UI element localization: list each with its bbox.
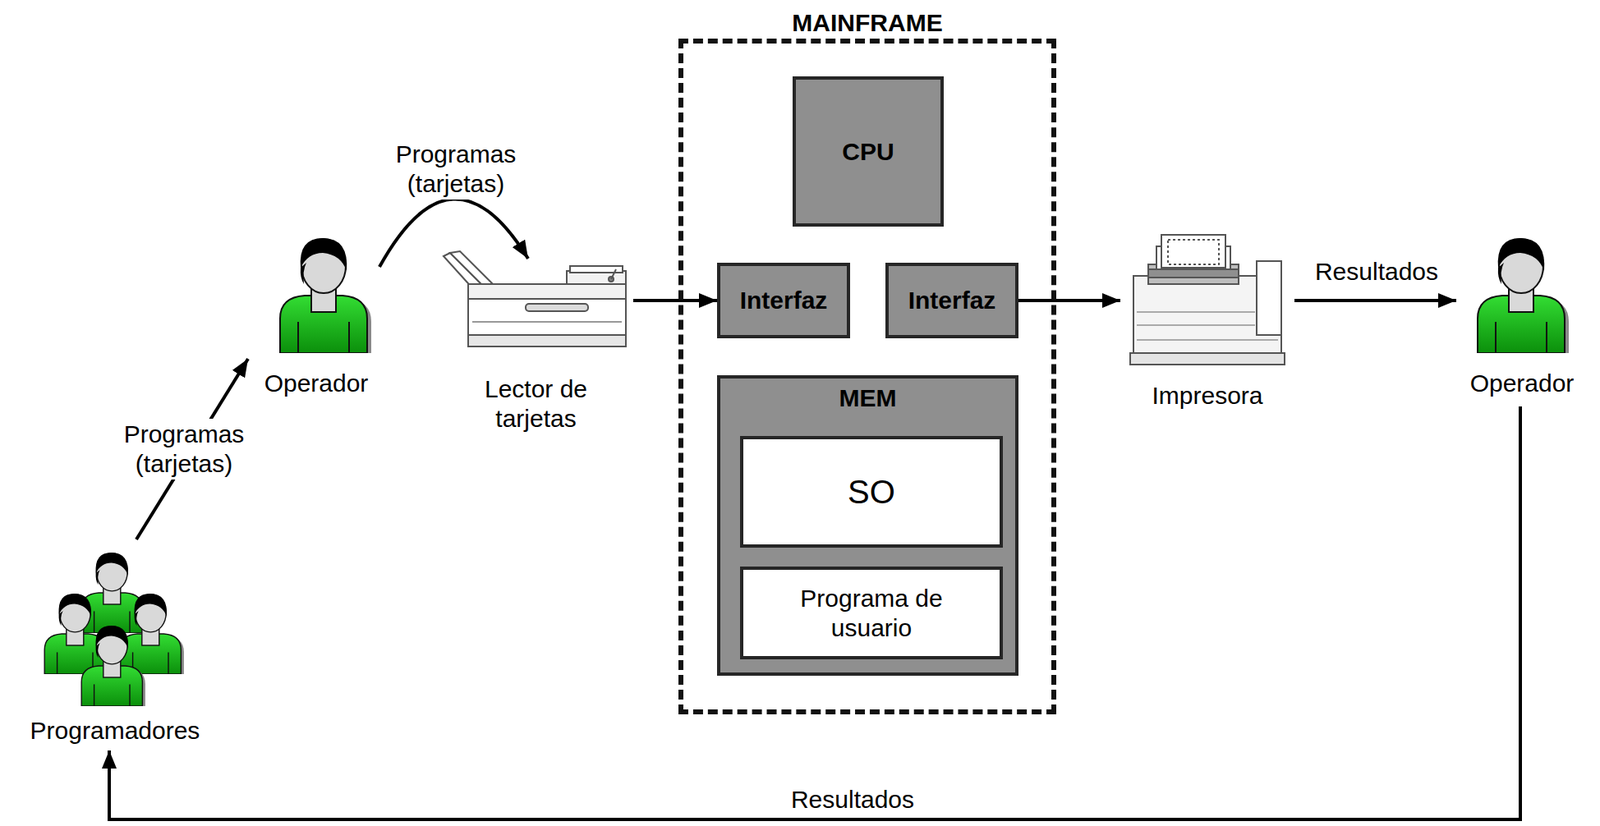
edge-label: Programas (tarjetas) bbox=[96, 418, 272, 480]
program-box: Programa de usuario bbox=[740, 566, 1003, 660]
card-reader: Lector de tarjetas bbox=[435, 246, 637, 434]
drawing-part bbox=[468, 284, 626, 299]
box-label: Interfaz bbox=[740, 285, 828, 316]
node-label: Lector de tarjetas bbox=[466, 374, 607, 434]
edge-label: Programas (tarjetas) bbox=[368, 138, 543, 200]
drawing-part bbox=[1167, 239, 1219, 265]
cpu-box: CPU bbox=[792, 76, 944, 227]
box-label: MEM bbox=[720, 383, 1016, 414]
box-label: MAINFRAME bbox=[678, 8, 1057, 38]
box-label: Interfaz bbox=[908, 285, 997, 316]
card-reader-drawing bbox=[443, 251, 626, 347]
printer: Impresora bbox=[1125, 228, 1290, 411]
node-label: Operador bbox=[264, 368, 369, 399]
mainframe-frame: MAINFRAME CPU Interfaz InterfazMEM SO Program… bbox=[678, 8, 1057, 715]
person-icon bbox=[1477, 238, 1569, 354]
box-label: Programa de usuario bbox=[772, 583, 971, 644]
connector-arrow bbox=[633, 298, 718, 303]
drawing-part bbox=[450, 251, 493, 288]
os-box: SO bbox=[740, 436, 1003, 548]
box-label: CPU bbox=[841, 137, 894, 167]
node-label: Programadores bbox=[30, 716, 201, 746]
drawing-part bbox=[525, 303, 589, 312]
memory-box: MEM SO Programa de usuario bbox=[717, 375, 1019, 676]
connector-arrow bbox=[1018, 298, 1121, 303]
connector-arrow bbox=[379, 198, 529, 267]
drawing-part bbox=[1148, 269, 1239, 278]
drawing-part bbox=[1130, 353, 1285, 365]
connector-arrow bbox=[1294, 298, 1457, 303]
drawing-part bbox=[1136, 339, 1279, 341]
edge-label: Resultados bbox=[1310, 256, 1444, 288]
drawing-part bbox=[1136, 324, 1256, 327]
node-label: Operador bbox=[1470, 368, 1575, 399]
interface-box: Interfaz bbox=[717, 262, 851, 339]
node-label: Impresora bbox=[1151, 381, 1263, 411]
drawing-part bbox=[1161, 234, 1226, 268]
drawing-part bbox=[472, 321, 622, 323]
connector-arrow bbox=[109, 406, 1521, 820]
edge-label: Resultados bbox=[786, 784, 920, 816]
operator: Operador bbox=[1457, 225, 1587, 399]
person-icon bbox=[280, 238, 372, 354]
drawing-part bbox=[611, 269, 617, 280]
person-icon bbox=[81, 625, 146, 707]
drawing-part bbox=[1256, 261, 1282, 336]
drawing-part bbox=[1136, 311, 1256, 313]
drawing-part bbox=[468, 298, 626, 336]
programmers: Programadores bbox=[8, 537, 222, 746]
box-label: SO bbox=[847, 472, 896, 512]
interface-box: Interfaz bbox=[885, 262, 1019, 339]
printer-drawing bbox=[1130, 234, 1285, 365]
operator: Operador bbox=[246, 225, 387, 399]
drawing-part bbox=[468, 335, 626, 347]
person-icon bbox=[119, 593, 184, 675]
